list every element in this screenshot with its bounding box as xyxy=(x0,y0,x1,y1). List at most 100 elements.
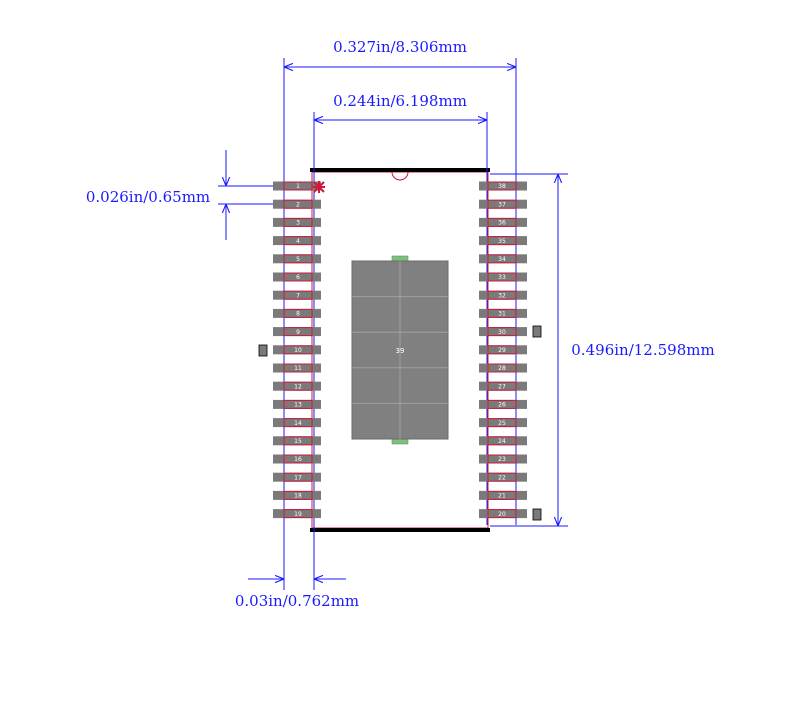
pad-label: 35 xyxy=(498,238,506,245)
pad-outline xyxy=(487,509,517,519)
pad-outline xyxy=(487,181,517,191)
pad-outline xyxy=(283,254,313,264)
pad-outline xyxy=(283,272,313,282)
pad-label: 32 xyxy=(498,292,506,299)
pad-outline xyxy=(487,327,517,337)
pad-13: 13 xyxy=(273,399,321,409)
pad-label: 15 xyxy=(294,438,302,445)
pad-22: 22 xyxy=(479,472,527,482)
thermal-pad: 39 xyxy=(351,255,449,445)
pad-18: 18 xyxy=(273,490,321,500)
pad-4: 4 xyxy=(273,236,321,246)
pad-copper xyxy=(273,308,321,318)
pad-outline xyxy=(283,199,313,209)
pad-copper xyxy=(273,327,321,337)
pad-copper xyxy=(479,436,527,446)
pad-label: 26 xyxy=(498,402,506,409)
pad-label: 21 xyxy=(498,493,506,500)
pad-label: 25 xyxy=(498,420,506,427)
pad-outline xyxy=(283,308,313,318)
thermal-pad-label: 39 xyxy=(396,347,405,355)
pad-outline xyxy=(487,472,517,482)
pad-outline xyxy=(487,272,517,282)
pad-copper xyxy=(273,199,321,209)
pad-27: 27 xyxy=(479,381,527,391)
pad-copper xyxy=(479,399,527,409)
pad-outline xyxy=(283,290,313,300)
pad-20: 20 xyxy=(479,509,527,519)
pad-label: 18 xyxy=(294,493,302,500)
pad-copper xyxy=(273,418,321,428)
pad-label: 36 xyxy=(498,220,506,227)
pad-copper xyxy=(273,181,321,191)
dim-label-pad-width: 0.03in/0.762mm xyxy=(235,592,359,610)
pad-copper xyxy=(479,363,527,373)
dim-label-overall-width: 0.327in/8.306mm xyxy=(333,38,467,56)
pad-copper xyxy=(273,490,321,500)
pad-15: 15 xyxy=(273,436,321,446)
pad-label: 34 xyxy=(498,256,506,263)
pad-outline xyxy=(283,345,313,355)
pad-33: 33 xyxy=(479,272,527,282)
pad-38: 38 xyxy=(479,181,527,191)
pad-label: 37 xyxy=(498,201,506,208)
pad-label: 14 xyxy=(294,420,302,427)
pad-label: 16 xyxy=(294,456,302,463)
pad-outline xyxy=(487,381,517,391)
dim-label-body-width: 0.244in/6.198mm xyxy=(333,92,467,110)
pad-copper xyxy=(479,272,527,282)
pad-copper xyxy=(273,290,321,300)
pad-label: 7 xyxy=(296,292,300,299)
pad-label: 2 xyxy=(296,201,300,208)
pad-label: 20 xyxy=(498,511,506,518)
pad-17: 17 xyxy=(273,472,321,482)
pad-7: 7 xyxy=(273,290,321,300)
pad-copper xyxy=(273,381,321,391)
pad-8: 8 xyxy=(273,308,321,318)
pad-outline xyxy=(487,217,517,227)
pad-copper xyxy=(273,436,321,446)
pad-outline xyxy=(283,181,313,191)
pad-34: 34 xyxy=(479,254,527,264)
dimension-lines xyxy=(218,58,568,590)
pad-outline xyxy=(283,509,313,519)
pad-copper xyxy=(479,217,527,227)
pad-outline xyxy=(487,199,517,209)
pad-copper xyxy=(479,381,527,391)
side-mark-right-lower xyxy=(532,508,542,521)
pad-copper xyxy=(273,254,321,264)
pad-24: 24 xyxy=(479,436,527,446)
pad-copper xyxy=(479,345,527,355)
side-mark-right-upper xyxy=(532,325,542,338)
pad-label: 8 xyxy=(296,311,300,318)
pad-label: 38 xyxy=(498,183,506,190)
pad-label: 9 xyxy=(296,329,300,336)
pad-25: 25 xyxy=(479,418,527,428)
pad-outline xyxy=(487,345,517,355)
pad-outline xyxy=(487,399,517,409)
pad-copper xyxy=(273,454,321,464)
pad-copper xyxy=(273,363,321,373)
pad-outline xyxy=(283,236,313,246)
pad-label: 11 xyxy=(294,365,302,372)
pad-copper xyxy=(273,509,321,519)
pad-32: 32 xyxy=(479,290,527,300)
pad-3: 3 xyxy=(273,217,321,227)
pad-outline xyxy=(487,418,517,428)
pad-label: 10 xyxy=(294,347,302,354)
pad-outline xyxy=(283,418,313,428)
pad-label: 12 xyxy=(294,383,302,390)
pad-copper xyxy=(479,181,527,191)
pad-31: 31 xyxy=(479,308,527,318)
pad-copper xyxy=(479,418,527,428)
dim-label-pitch: 0.026in/0.65mm xyxy=(86,188,210,206)
pad-copper xyxy=(479,509,527,519)
pad-37: 37 xyxy=(479,199,527,209)
pad-11: 11 xyxy=(273,363,321,373)
pad-label: 19 xyxy=(294,511,302,518)
pad-26: 26 xyxy=(479,399,527,409)
pad-copper xyxy=(479,254,527,264)
pad-label: 29 xyxy=(498,347,506,354)
pad-label: 17 xyxy=(294,474,302,481)
